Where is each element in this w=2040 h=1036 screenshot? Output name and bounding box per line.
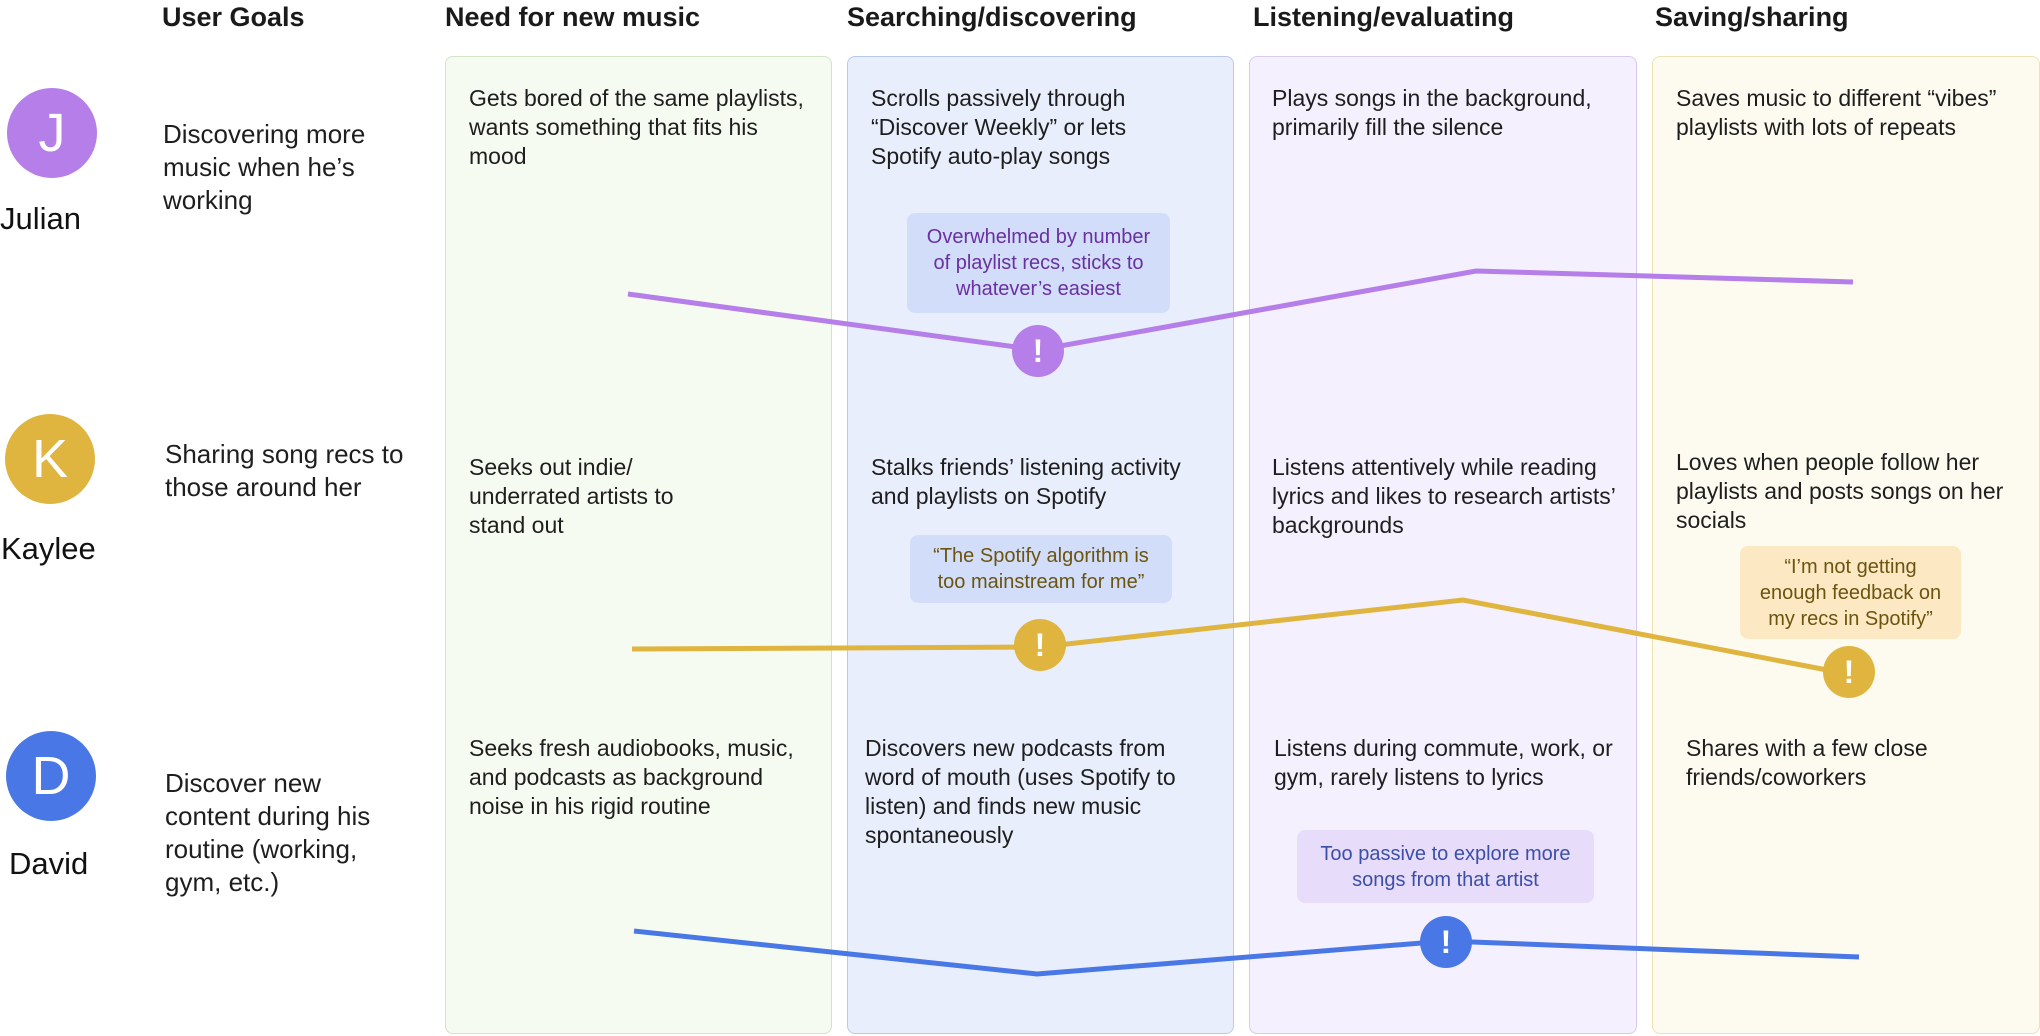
exclamation-icon: ! [1012, 325, 1064, 377]
cell-david-searching: Discovers new podcasts from word of mout… [865, 735, 1176, 848]
cell-david-listening: Listens during commute, work, or gym, ra… [1274, 735, 1613, 790]
cell-david-saving: Shares with a few close friends/coworker… [1686, 735, 1928, 790]
pain-note-julian: Overwhelmed by number of playlist recs, … [907, 213, 1170, 313]
cell-kaylee-listening: Listens attentively while reading lyrics… [1272, 454, 1615, 538]
cell-kaylee-need: Seeks out indie/ underrated artists to s… [469, 454, 674, 538]
persona-name-kaylee: Kaylee [1, 531, 96, 566]
cell-julian-saving: Saves music to different “vibes” playlis… [1676, 85, 1997, 140]
goal-julian: Discovering more music when he’s working [163, 119, 366, 215]
pain-note-kaylee-sharing: “I’m not getting enough feedback on my r… [1740, 546, 1961, 639]
stage-column-need [445, 56, 832, 1034]
goal-david: Discover new content during his routine … [165, 768, 371, 897]
pain-note-david: Too passive to explore more songs from t… [1297, 830, 1594, 903]
stage-column-saving [1652, 56, 2040, 1034]
header-need-for-new-music: Need for new music [445, 2, 701, 32]
pain-note-kaylee: “The Spotify algorithm is too mainstream… [910, 535, 1172, 603]
cell-julian-listening: Plays songs in the background, primarily… [1272, 85, 1592, 140]
cell-julian-need: Gets bored of the same playlists, wants … [469, 85, 804, 169]
persona-name-julian: Julian [0, 201, 81, 236]
header-listening-evaluating: Listening/evaluating [1253, 2, 1515, 32]
goal-kaylee: Sharing song recs to those around her [165, 439, 404, 502]
avatar-julian: J [7, 88, 97, 178]
emotion-line-kaylee [631, 597, 1849, 677]
header-saving-sharing: Saving/sharing [1655, 2, 1849, 32]
header-searching-discovering: Searching/discovering [847, 2, 1137, 32]
cell-julian-searching: Scrolls passively through “Discover Week… [871, 85, 1127, 169]
header-user-goals: User Goals [162, 2, 305, 32]
cell-kaylee-saving: Loves when people follow her playlists a… [1676, 449, 2004, 533]
cell-david-need: Seeks fresh audiobooks, music, and podca… [469, 735, 794, 819]
emotion-line-david [633, 928, 1860, 977]
avatar-kaylee: K [5, 414, 95, 504]
avatar-david: D [6, 731, 96, 821]
exclamation-icon: ! [1823, 646, 1875, 698]
exclamation-icon: ! [1420, 916, 1472, 968]
exclamation-icon: ! [1014, 619, 1066, 671]
cell-kaylee-searching: Stalks friends’ listening activity and p… [871, 454, 1181, 509]
persona-name-david: David [9, 846, 89, 881]
emotion-line-julian [627, 268, 1854, 353]
